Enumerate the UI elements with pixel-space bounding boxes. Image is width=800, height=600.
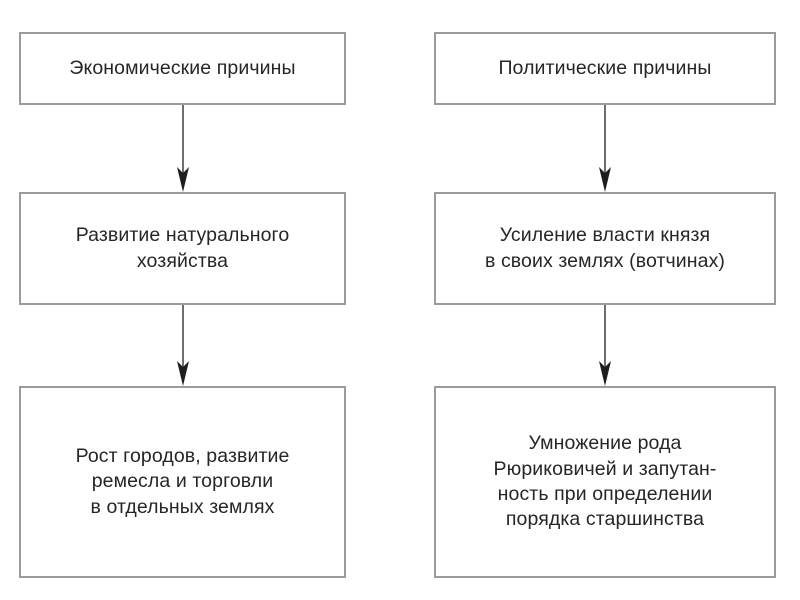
node-label: Усиление власти князя в своих землях (во… <box>484 224 726 272</box>
node-political-causes[interactable]: Политические причины <box>434 32 776 105</box>
node-label: Рост городов, развитие ремесла и торговл… <box>75 444 290 518</box>
node-label: Умножение рода Рюриковичей и запутан- но… <box>493 432 717 531</box>
node-label: Политические причины <box>498 56 712 79</box>
arrow-political-1 <box>594 105 616 192</box>
diagram-column-political: Политические причины Усиление власти кня… <box>434 0 776 600</box>
arrow-economic-2 <box>172 305 194 386</box>
node-economic-causes[interactable]: Экономические причины <box>19 32 346 105</box>
node-natural-economy[interactable]: Развитие натурального хозяйства <box>19 192 346 305</box>
node-label: Развитие натурального хозяйства <box>75 224 290 272</box>
node-prince-power[interactable]: Усиление власти князя в своих землях (во… <box>434 192 776 305</box>
node-label: Экономические причины <box>69 56 296 79</box>
diagram-column-economic: Экономические причины Развитие натуральн… <box>19 0 346 600</box>
node-towns-crafts-trade[interactable]: Рост городов, развитие ремесла и торговл… <box>19 386 346 578</box>
arrow-economic-1 <box>172 105 194 192</box>
arrow-political-2 <box>594 305 616 386</box>
node-rurikid-succession[interactable]: Умножение рода Рюриковичей и запутан- но… <box>434 386 776 578</box>
